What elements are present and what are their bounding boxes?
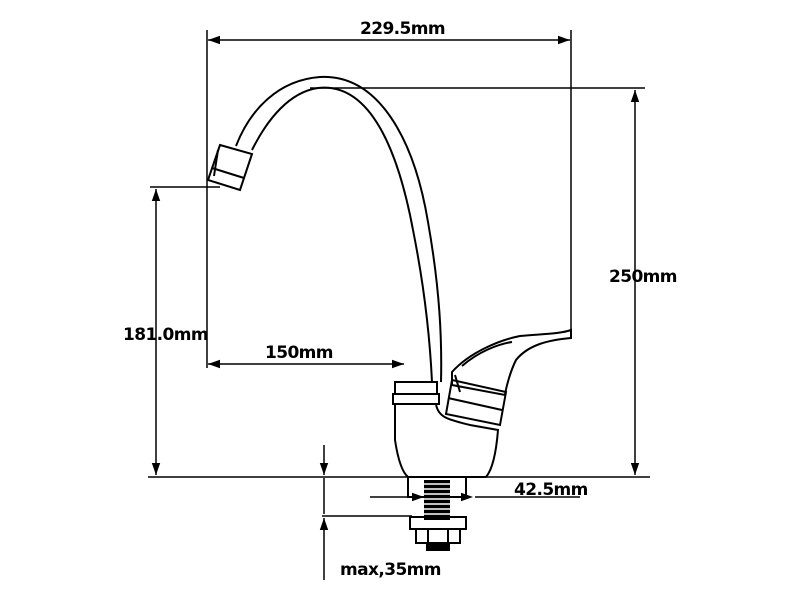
dimension-labels: 229.5mm 250mm 181.0mm 150mm 42.5mm max,3…: [123, 19, 678, 580]
extension-lines: [148, 30, 650, 478]
label-total-height: 250mm: [609, 267, 677, 287]
faucet-body: [206, 75, 572, 551]
label-max-mount: max,35mm: [340, 560, 441, 580]
dimension-lines: [151, 35, 640, 580]
label-thread-diameter: 42.5mm: [514, 480, 588, 500]
label-top-width: 229.5mm: [360, 19, 445, 39]
label-spout-reach: 150mm: [265, 343, 333, 363]
label-spout-height: 181.0mm: [123, 325, 208, 345]
